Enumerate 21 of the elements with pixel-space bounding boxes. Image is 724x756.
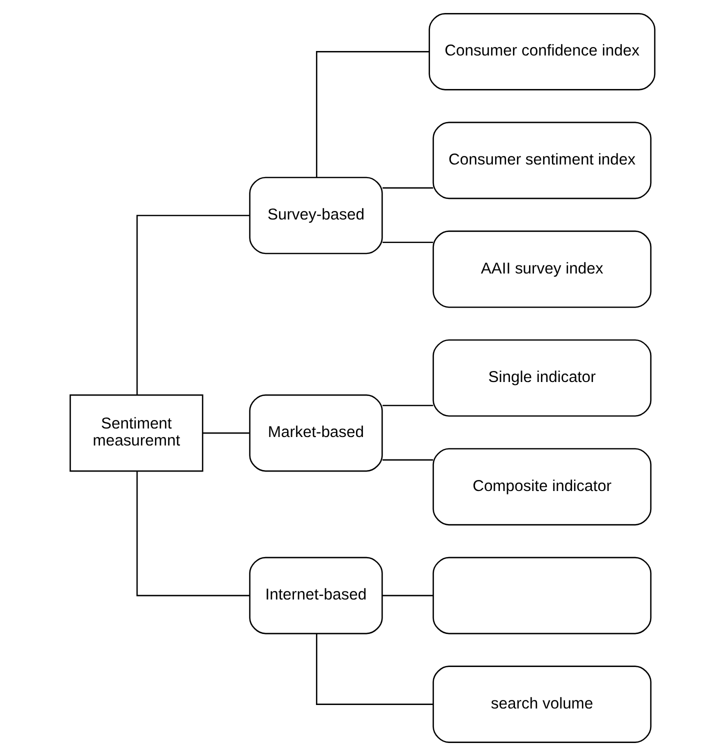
connector [315,634,432,705]
connector [315,51,428,178]
node-box: Single indicator [432,339,651,417]
node-box: Consumer sentiment index [432,122,651,200]
node-box: Internet-based [248,556,382,634]
node-box: search volume [432,666,651,743]
connector [382,404,433,406]
connector [136,471,249,596]
connector [382,242,433,243]
node-box: Market-based [248,394,382,472]
node-box: Consumer confidence index [428,13,655,90]
node-box: Sentiment measuremnt [69,394,203,472]
node-box [432,556,651,634]
connector [382,459,433,461]
connector [382,594,433,596]
node-box: Composite indicator [432,448,651,526]
connector [382,187,433,189]
node-box: Survey-based [248,176,382,254]
node-box: AAII survey index [432,230,651,308]
connector [202,432,249,434]
connector [136,214,249,395]
